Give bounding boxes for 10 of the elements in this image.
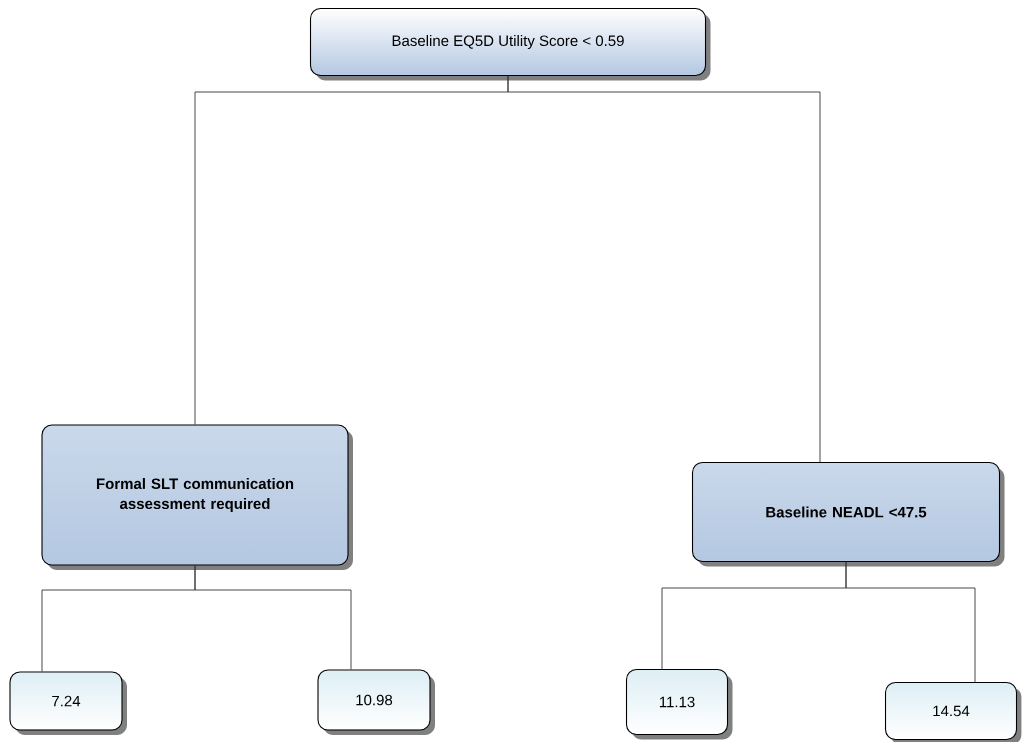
decision-box: Baseline NEADL <47.5 — [691, 461, 1005, 567]
result-box: 14.54 — [884, 681, 1022, 742]
result-box: 11.13 — [625, 668, 733, 740]
result-box: 10.98 — [317, 669, 435, 735]
decision-box: Formal SLT communication assessment required — [41, 424, 353, 570]
connector-line — [194, 565, 352, 670]
result-box: 7.24 — [9, 671, 127, 735]
connector-line — [507, 75, 821, 463]
decision-box: Baseline EQ5D Utility Score < 0.59 — [309, 7, 711, 81]
connector-line — [845, 561, 976, 683]
